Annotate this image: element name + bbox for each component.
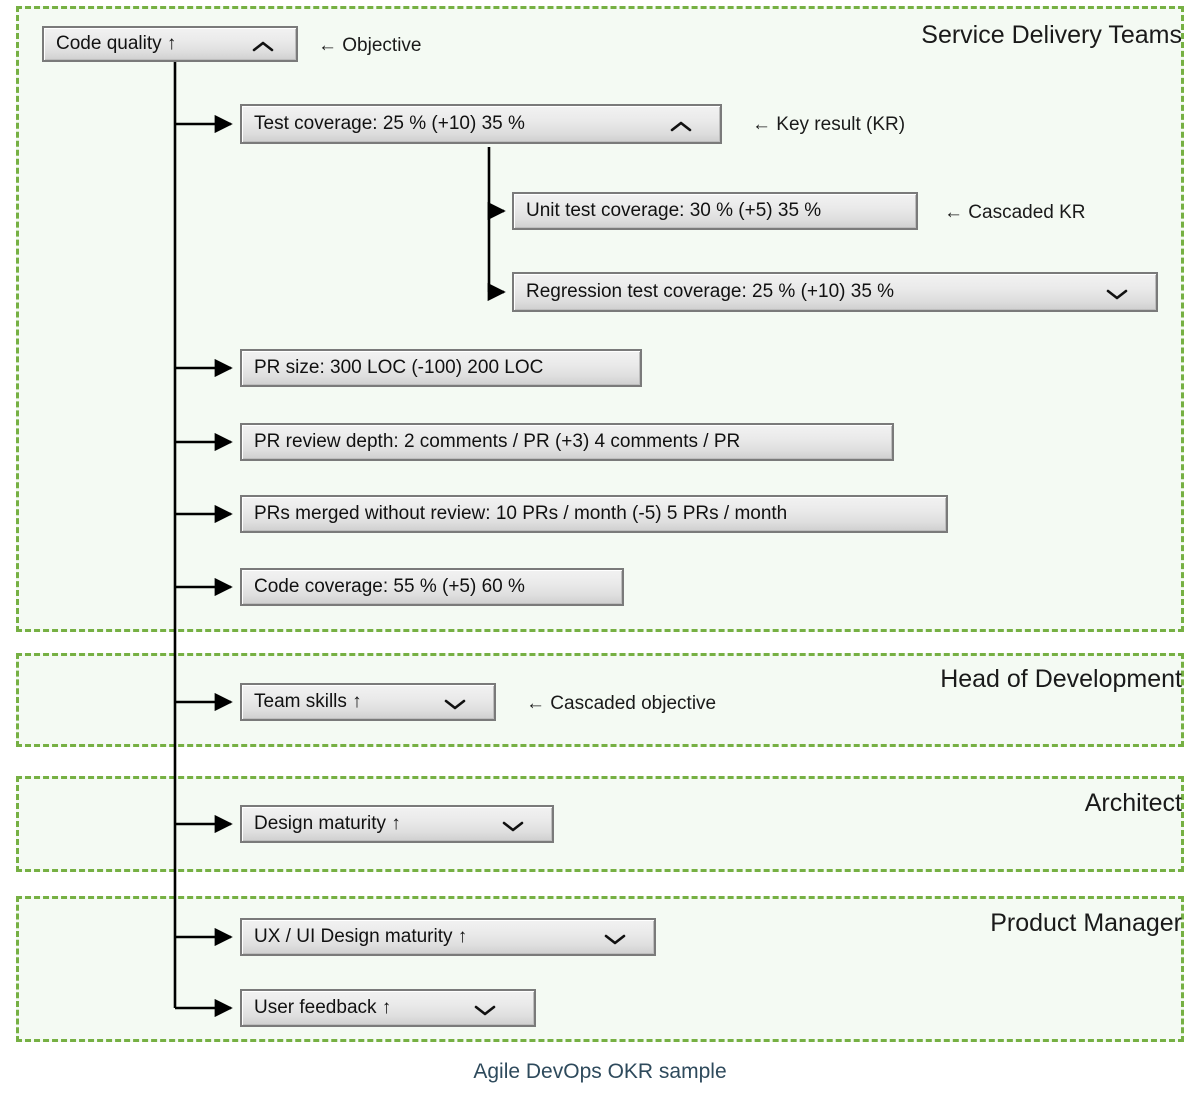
chevron-up-icon[interactable] (252, 40, 274, 53)
chevron-down-icon[interactable] (502, 820, 524, 833)
annotation-key-result: ← Key result (KR) (752, 114, 906, 135)
node-label: PR review depth: 2 comments / PR (+3) 4 … (254, 431, 741, 452)
chevron-down-icon[interactable] (474, 1004, 496, 1017)
lane-architect (16, 776, 1184, 872)
node-label: User feedback ↑ (254, 997, 392, 1018)
chevron-down-icon[interactable] (604, 933, 626, 946)
node-label: Code coverage: 55 % (+5) 60 % (254, 576, 525, 597)
node-objective-user-feedback[interactable]: User feedback ↑ (240, 989, 536, 1027)
node-label: PR size: 300 LOC (-100) 200 LOC (254, 357, 544, 378)
diagram-caption: Agile DevOps OKR sample (473, 1060, 727, 1083)
node-objective-design-maturity[interactable]: Design maturity ↑ (240, 805, 554, 843)
node-kr-regression-test-coverage[interactable]: Regression test coverage: 25 % (+10) 35 … (512, 272, 1158, 312)
node-label: PRs merged without review: 10 PRs / mont… (254, 503, 788, 524)
node-label: Regression test coverage: 25 % (+10) 35 … (526, 281, 895, 302)
node-label: Design maturity ↑ (254, 813, 401, 834)
node-label: Test coverage: 25 % (+10) 35 % (254, 113, 525, 134)
node-label: Team skills ↑ (254, 691, 362, 712)
lane-service-delivery-teams (16, 6, 1184, 632)
node-label: UX / UI Design maturity ↑ (254, 926, 468, 947)
node-objective-team-skills[interactable]: Team skills ↑ (240, 683, 496, 721)
chevron-up-icon[interactable] (670, 120, 692, 133)
node-kr-unit-test-coverage[interactable]: Unit test coverage: 30 % (+5) 35 % (512, 192, 918, 230)
annotation-cascaded-objective: ← Cascaded objective (526, 693, 717, 714)
lane-title-service-delivery-teams: Service Delivery Teams (921, 21, 1182, 49)
node-label: Code quality ↑ (56, 33, 177, 54)
node-kr-test-coverage[interactable]: Test coverage: 25 % (+10) 35 % (240, 104, 722, 144)
annotation-objective: ← Objective (318, 35, 422, 56)
lane-title-architect: Architect (1084, 789, 1182, 817)
node-objective-ux-ui-design-maturity[interactable]: UX / UI Design maturity ↑ (240, 918, 656, 956)
node-label: Unit test coverage: 30 % (+5) 35 % (526, 200, 822, 221)
chevron-down-icon[interactable] (444, 698, 466, 711)
chevron-down-icon[interactable] (1106, 288, 1128, 301)
lane-title-head-of-development: Head of Development (940, 665, 1182, 693)
node-kr-code-coverage[interactable]: Code coverage: 55 % (+5) 60 % (240, 568, 624, 606)
lane-title-product-manager: Product Manager (990, 909, 1182, 937)
lane-head-of-development (16, 653, 1184, 747)
node-kr-prs-merged-without-review[interactable]: PRs merged without review: 10 PRs / mont… (240, 495, 948, 533)
node-objective-code-quality[interactable]: Code quality ↑ (42, 26, 298, 62)
annotation-cascaded-kr: ← Cascaded KR (944, 202, 1086, 223)
node-kr-pr-size[interactable]: PR size: 300 LOC (-100) 200 LOC (240, 349, 642, 387)
node-kr-pr-review-depth[interactable]: PR review depth: 2 comments / PR (+3) 4 … (240, 423, 894, 461)
